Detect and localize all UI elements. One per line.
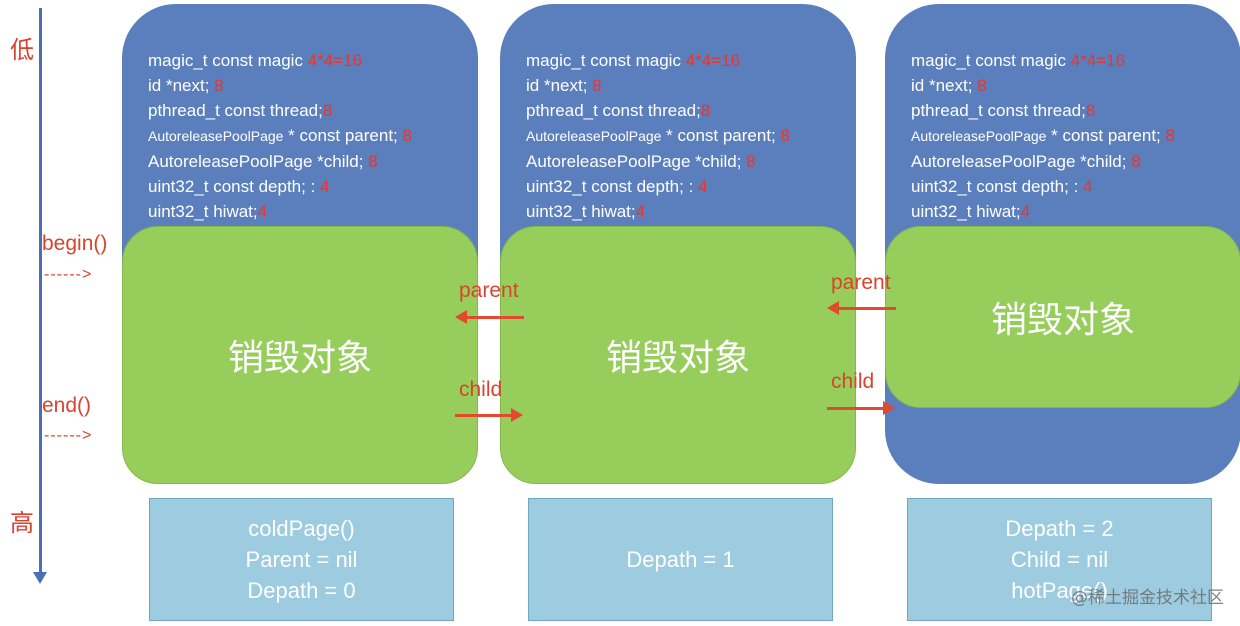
field-depth: uint32_t const depth; : 4 xyxy=(911,177,1093,196)
page-1-info-line: Parent = nil xyxy=(245,547,358,572)
field-magic: magic_t const magic 4*4=16 xyxy=(911,51,1126,70)
axis-arrow-down-icon xyxy=(33,572,47,584)
field-thread: pthread_t const thread;8 xyxy=(526,101,711,120)
field-magic: magic_t const magic 4*4=16 xyxy=(148,51,363,70)
field-parent: AutoreleasePoolPage * const parent; 8 xyxy=(148,126,412,145)
page-3-info-line: Depath = 2 xyxy=(1005,516,1114,541)
page-2-info-line: Depath = 1 xyxy=(626,547,735,572)
field-thread: pthread_t const thread;8 xyxy=(911,101,1096,120)
field-parent: AutoreleasePoolPage * const parent; 8 xyxy=(526,126,790,145)
page-3-objects-area: 销毁对象 xyxy=(885,226,1240,408)
parent-link-label: parent xyxy=(459,279,519,302)
field-child: AutoreleasePoolPage *child; 8 xyxy=(148,152,378,171)
child-arrow-icon xyxy=(455,408,523,422)
field-next: id *next; 8 xyxy=(911,76,987,95)
child-arrow-icon xyxy=(827,401,895,415)
child-link-label: child xyxy=(459,378,503,401)
watermark: @稀土掘金技术社区 xyxy=(1071,588,1224,608)
end-marker-label: end() xyxy=(42,394,92,417)
address-axis-line xyxy=(39,8,42,576)
page-1-info-line: coldPage() xyxy=(248,516,355,541)
child-link-label: child xyxy=(831,370,875,393)
field-magic: magic_t const magic 4*4=16 xyxy=(526,51,741,70)
page-2-info-box: Depath = 1 xyxy=(528,498,833,621)
page-3-info-line: Child = nil xyxy=(1010,547,1109,572)
page-header-fields: magic_t const magic 4*4=16 id *next; 8 p… xyxy=(911,48,1175,224)
page-1-info-box: coldPage() Parent = nil Depath = 0 xyxy=(149,498,454,621)
page-2-objects-area: 销毁对象 xyxy=(500,226,856,484)
page-3-info-box: Depath = 2 Child = nil hotPage() xyxy=(907,498,1212,621)
field-depth: uint32_t const depth; : 4 xyxy=(148,177,330,196)
begin-marker-label: begin() xyxy=(42,232,108,255)
field-parent: AutoreleasePoolPage * const parent; 8 xyxy=(911,126,1175,145)
field-child: AutoreleasePoolPage *child; 8 xyxy=(526,152,756,171)
page-1-objects-area: 销毁对象 xyxy=(122,226,478,484)
field-depth: uint32_t const depth; : 4 xyxy=(526,177,708,196)
field-hiwat: uint32_t hiwat;4 xyxy=(148,202,268,221)
page-3-info-line: hotPage() xyxy=(1011,578,1108,603)
axis-low-label: 低 xyxy=(10,36,34,64)
begin-marker-arrow: ------> xyxy=(44,266,93,283)
page-1-info-line: Depath = 0 xyxy=(247,578,356,603)
field-child: AutoreleasePoolPage *child; 8 xyxy=(911,152,1141,171)
page-2-objects-label: 销毁对象 xyxy=(605,338,750,379)
parent-arrow-icon xyxy=(827,301,896,315)
field-thread: pthread_t const thread;8 xyxy=(148,101,333,120)
page-1-objects-label: 销毁对象 xyxy=(227,338,372,379)
field-next: id *next; 8 xyxy=(148,76,224,95)
field-hiwat: uint32_t hiwat;4 xyxy=(526,202,646,221)
end-marker-arrow: ------> xyxy=(44,427,93,444)
page-header-fields: magic_t const magic 4*4=16 id *next; 8 p… xyxy=(148,48,412,224)
page-header-fields: magic_t const magic 4*4=16 id *next; 8 p… xyxy=(526,48,790,224)
axis-high-label: 高 xyxy=(10,509,34,537)
parent-link-label: parent xyxy=(831,271,891,294)
page-3-objects-label: 销毁对象 xyxy=(990,300,1135,341)
parent-arrow-icon xyxy=(455,310,524,324)
field-next: id *next; 8 xyxy=(526,76,602,95)
field-hiwat: uint32_t hiwat;4 xyxy=(911,202,1031,221)
